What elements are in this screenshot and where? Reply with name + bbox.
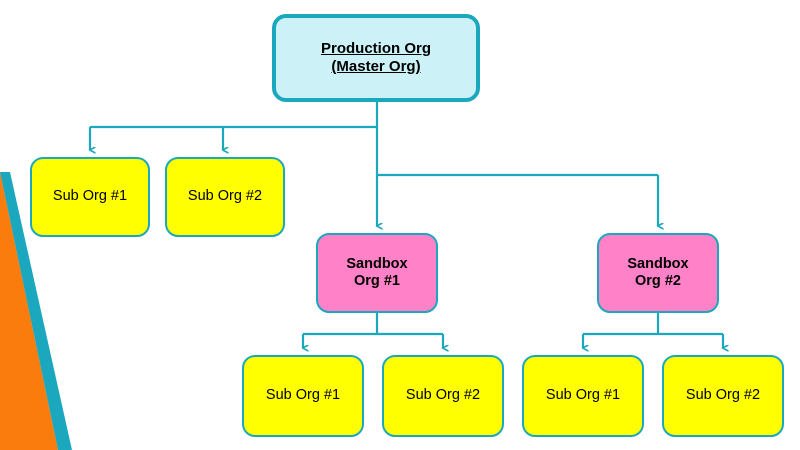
node-sandbox-2-sub-org-1[interactable]: Sub Org #1 <box>522 355 644 437</box>
node-label: Sub Org #2 <box>187 188 263 205</box>
node-label: Sub Org #1 <box>52 188 128 205</box>
node-label: Sub Org #1 <box>265 387 341 404</box>
node-sandbox-1-sub-org-2[interactable]: Sub Org #2 <box>382 355 504 437</box>
node-sandbox-1-sub-org-1[interactable]: Sub Org #1 <box>242 355 364 437</box>
node-sandbox-org-2[interactable]: Sandbox Org #2 <box>597 233 719 313</box>
node-label: Sub Org #2 <box>405 387 481 404</box>
node-sub-org-left-1[interactable]: Sub Org #1 <box>30 157 150 237</box>
node-label: Sandbox Org #1 <box>346 255 408 289</box>
node-sub-org-left-2[interactable]: Sub Org #2 <box>165 157 285 237</box>
node-label: Sandbox Org #2 <box>627 255 689 289</box>
node-production-org[interactable]: Production Org (Master Org) <box>272 14 480 102</box>
node-label: Sub Org #1 <box>545 387 621 404</box>
node-sandbox-org-1[interactable]: Sandbox Org #1 <box>316 233 438 313</box>
node-sandbox-2-sub-org-2[interactable]: Sub Org #2 <box>662 355 784 437</box>
node-label: Production Org (Master Org) <box>321 40 431 75</box>
node-label: Sub Org #2 <box>685 387 761 404</box>
